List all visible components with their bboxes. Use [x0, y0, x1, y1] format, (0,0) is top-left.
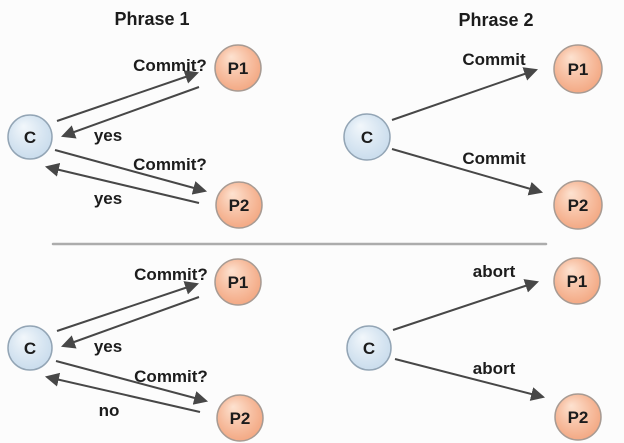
node-coordinator-label: C: [363, 339, 375, 358]
label-request-p2: Commit?: [134, 367, 208, 386]
node-coordinator: C: [343, 113, 391, 161]
label-request-p1: Commit?: [134, 265, 208, 284]
label-abort-p1: abort: [473, 262, 516, 281]
node-participant-1: P1: [214, 44, 262, 92]
node-participant-1: P1: [553, 44, 603, 94]
quadrant-phase1-vote: Phrase 1 Commit? yes Commit? yes C P1 P2: [7, 9, 263, 229]
arrow-c-to-p1-request: [56, 281, 199, 332]
arrow-c-to-p2-request: [55, 360, 209, 405]
node-participant-1-label: P1: [228, 273, 249, 292]
node-coordinator: C: [346, 325, 392, 371]
node-participant-2-label: P2: [230, 409, 251, 428]
node-participant-2-label: P2: [568, 196, 589, 215]
node-coordinator: C: [7, 114, 53, 160]
arrow-p1-to-c-reply: [61, 86, 200, 139]
arrow-c-to-p1-abort: [392, 279, 539, 331]
label-request-p2: Commit?: [133, 155, 207, 174]
node-coordinator-label: C: [24, 339, 36, 358]
quadrant-phase2-commit: Phrase 2 Commit Commit C P1 P2: [343, 10, 603, 230]
label-reply-p2: no: [99, 401, 120, 420]
node-participant-2-label: P2: [229, 196, 250, 215]
arrow-p1-to-c-reply: [61, 296, 200, 349]
arrow-c-to-p2-commit: [391, 148, 544, 196]
arrow-c-to-p2-request: [54, 149, 208, 195]
node-participant-2: P2: [554, 393, 602, 441]
node-participant-2-label: P2: [568, 408, 589, 427]
phase1-title: Phrase 1: [114, 9, 189, 29]
node-coordinator: C: [7, 325, 53, 371]
node-participant-2: P2: [215, 181, 263, 229]
arrow-c-to-p2-abort: [394, 358, 546, 401]
label-reply-p1: yes: [94, 337, 122, 356]
label-commit-p1: Commit: [462, 50, 526, 69]
node-participant-2: P2: [553, 180, 603, 230]
arrow-c-to-p1-commit: [391, 67, 538, 121]
node-participant-1-label: P1: [568, 60, 589, 79]
node-participant-1: P1: [214, 258, 262, 306]
label-reply-p2: yes: [94, 189, 122, 208]
node-coordinator-label: C: [24, 128, 36, 147]
label-reply-p1: yes: [94, 126, 122, 145]
arrow-c-to-p1-request: [56, 70, 199, 122]
label-request-p1: Commit?: [133, 56, 207, 75]
label-abort-p2: abort: [473, 359, 516, 378]
quadrant-phase1-abort-vote: Commit? yes Commit? no C P1 P2: [7, 258, 264, 442]
label-commit-p2: Commit: [462, 149, 526, 168]
node-participant-1-label: P1: [567, 272, 588, 291]
node-participant-1-label: P1: [228, 59, 249, 78]
arrow-p2-to-c-reply: [44, 162, 200, 204]
arrow-p2-to-c-reply: [44, 372, 201, 413]
node-coordinator-label: C: [361, 128, 373, 147]
quadrant-phase2-abort: abort abort C P1 P2: [346, 257, 602, 441]
node-participant-2: P2: [216, 394, 264, 442]
node-participant-1: P1: [553, 257, 601, 305]
phase2-title: Phrase 2: [458, 10, 533, 30]
